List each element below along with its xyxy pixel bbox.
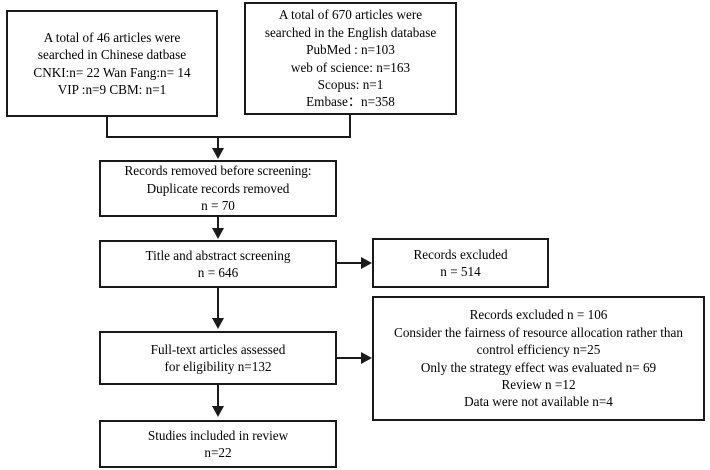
included-line-2: n=22	[204, 445, 232, 460]
connector-screening-to-fulltext	[217, 288, 219, 318]
chinese-search-line-4: VIP :n=9 CBM: n=1	[57, 81, 167, 97]
records-excluded-fulltext-box: Records excluded n = 106 Consider the fa…	[372, 296, 705, 421]
connector-chinese-stem	[106, 117, 108, 138]
fulltext-line-2: for eligibility n=132	[164, 359, 272, 374]
excluded-fulltext-line-1: Records excluded n = 106	[469, 307, 608, 323]
title-abstract-screening-box: Title and abstract screening n = 646	[99, 240, 337, 288]
excluded-fulltext-line-4: Only the strategy effect was evaluated n…	[420, 359, 657, 375]
records-excluded-screening-box: Records excluded n = 514	[372, 238, 549, 288]
arrow-screening-to-fulltext-icon	[212, 318, 224, 329]
chinese-search-line-2: searched in Chinese datbase	[37, 47, 187, 63]
full-text-assessed-box: Full-text articles assessed for eligibil…	[99, 331, 337, 385]
arrow-fulltext-to-included-icon	[212, 406, 224, 417]
excluded-fulltext-line-5: Review n =12	[501, 376, 576, 392]
excluded-fulltext-line-3: control efficiency n=25	[476, 342, 601, 358]
arrow-duplicates-to-screening-icon	[212, 228, 224, 239]
english-search-line-6: Embase：n=358	[306, 94, 395, 110]
duplicate-records-removed-box: Records removed before screening: Duplic…	[99, 160, 337, 217]
english-search-line-5: Scopus: n=1	[317, 76, 384, 92]
duplicates-line-2: Duplicate records removed	[146, 180, 290, 196]
screening-line-1: Title and abstract screening	[145, 247, 291, 263]
duplicates-line-3: n = 70	[201, 198, 235, 214]
english-search-line-4: web of science: n=163	[290, 59, 411, 75]
excluded-screening-line-2: n = 514	[440, 264, 481, 279]
connector-screening-to-excluded	[337, 262, 363, 264]
connector-merge-drop	[217, 136, 219, 151]
excluded-fulltext-line-2: Consider the fairness of resource alloca…	[394, 324, 683, 340]
english-search-line-2: searched in the English database	[264, 24, 437, 40]
studies-included-box: Studies included in review n=22	[99, 420, 337, 468]
arrow-screening-to-excluded-icon	[361, 257, 372, 269]
chinese-database-search-box: A total of 46 articles were searched in …	[6, 10, 218, 117]
english-database-search-box: A total of 670 articles were searched in…	[244, 2, 457, 115]
connector-merge-bar	[106, 136, 351, 138]
arrow-fulltext-to-excluded-icon	[361, 352, 372, 364]
excluded-fulltext-line-6: Data were not available n=4	[464, 394, 613, 410]
duplicates-line-1: Records removed before screening:	[124, 163, 312, 179]
fulltext-line-1: Full-text articles assessed	[150, 341, 286, 357]
included-line-1: Studies included in review	[147, 427, 289, 443]
connector-fulltext-to-included	[217, 385, 219, 406]
connector-fulltext-to-excluded	[337, 357, 363, 359]
english-search-line-3: PubMed : n=103	[306, 42, 395, 58]
english-search-line-1: A total of 670 articles were	[278, 7, 423, 23]
screening-line-2: n = 646	[197, 265, 239, 280]
chinese-search-line-3: CNKI:n= 22 Wan Fang:n= 14	[33, 64, 191, 80]
chinese-search-line-1: A total of 46 articles were	[43, 29, 181, 45]
arrow-merge-to-duplicates-icon	[212, 148, 224, 159]
connector-english-stem	[349, 115, 351, 138]
excluded-screening-line-1: Records excluded	[413, 246, 508, 262]
connector-duplicates-to-screening	[217, 217, 219, 229]
